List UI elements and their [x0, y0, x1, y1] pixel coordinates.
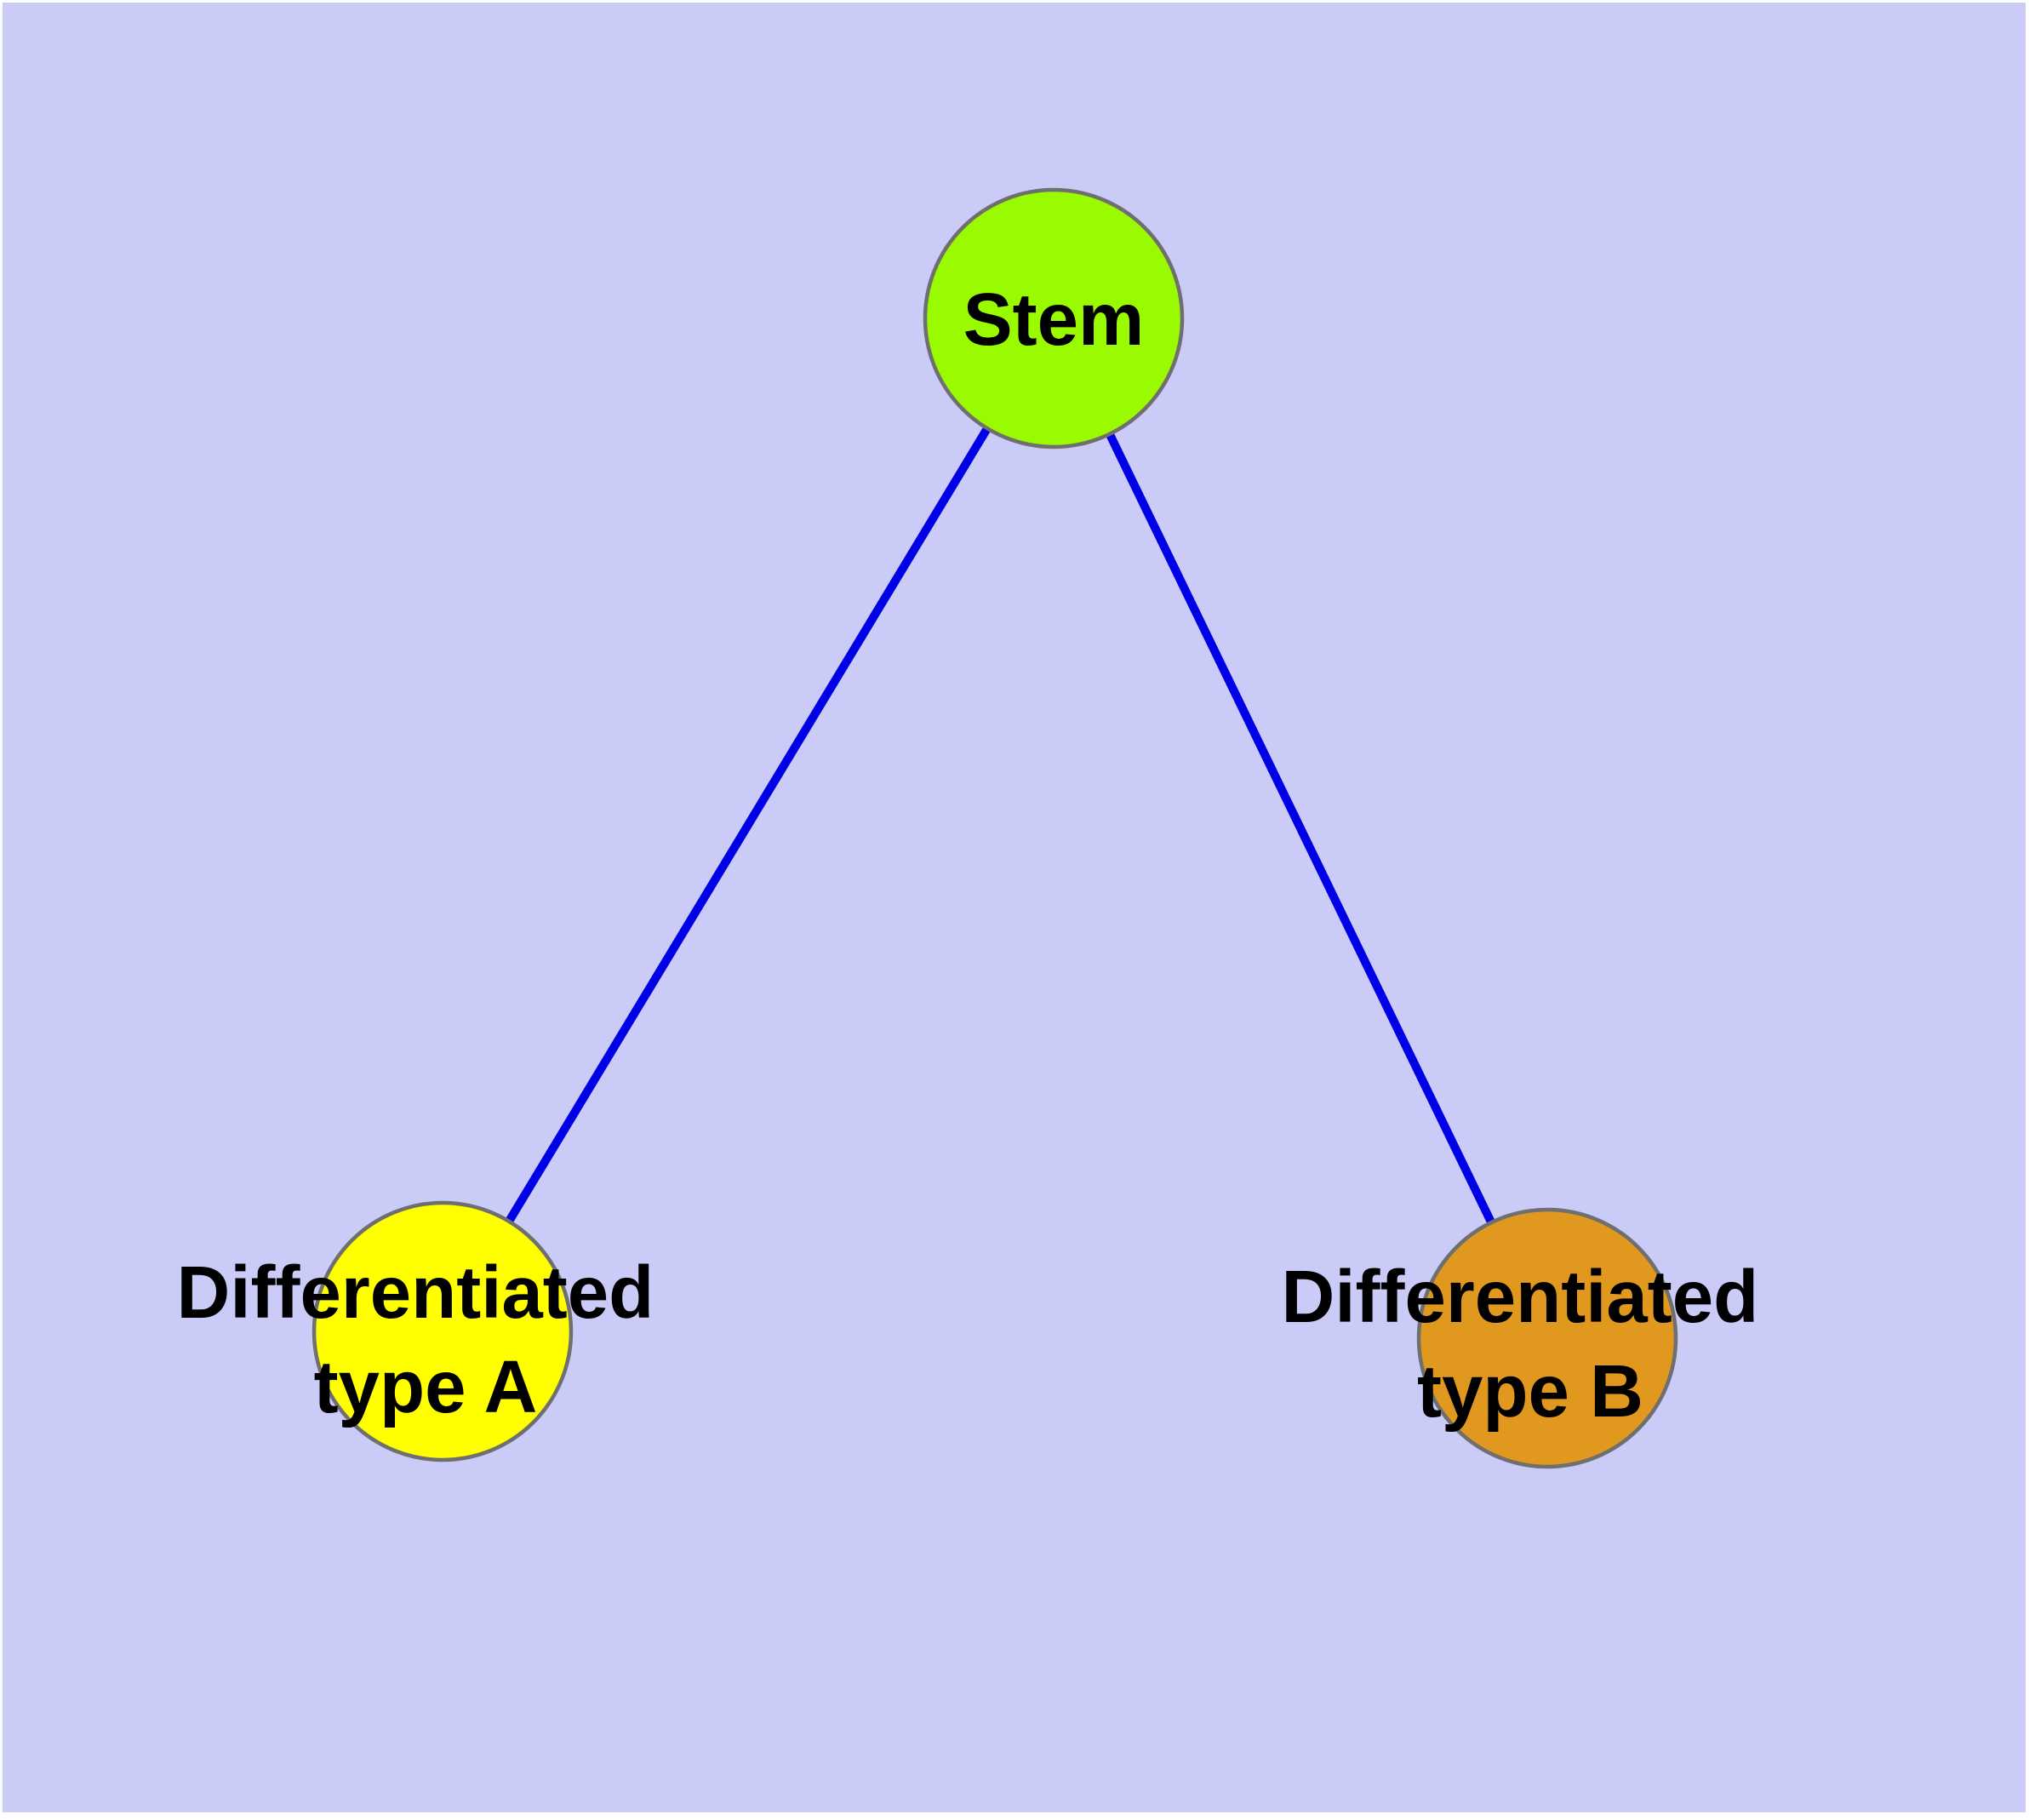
node-differentiated-type-a-label: Differentiated type A — [177, 1251, 675, 1428]
node-differentiated-type-b-label-line1: Differentiated — [1282, 1256, 1759, 1338]
edge-stem-to-type-a — [438, 316, 1058, 1334]
node-differentiated-type-a-label-line1: Differentiated — [177, 1251, 654, 1334]
node-differentiated-type-b-label: Differentiated type B — [1282, 1256, 1780, 1433]
node-differentiated-type-b-label-line2: type B — [1417, 1350, 1643, 1433]
node-stem — [923, 187, 1185, 449]
node-stem-label: Stem — [963, 278, 1145, 361]
node-differentiated-type-a — [311, 1200, 574, 1462]
node-differentiated-type-a-label-line2: type A — [314, 1346, 538, 1428]
edge-stem-to-type-b — [1049, 316, 1552, 1341]
node-differentiated-type-b — [1416, 1207, 1678, 1469]
